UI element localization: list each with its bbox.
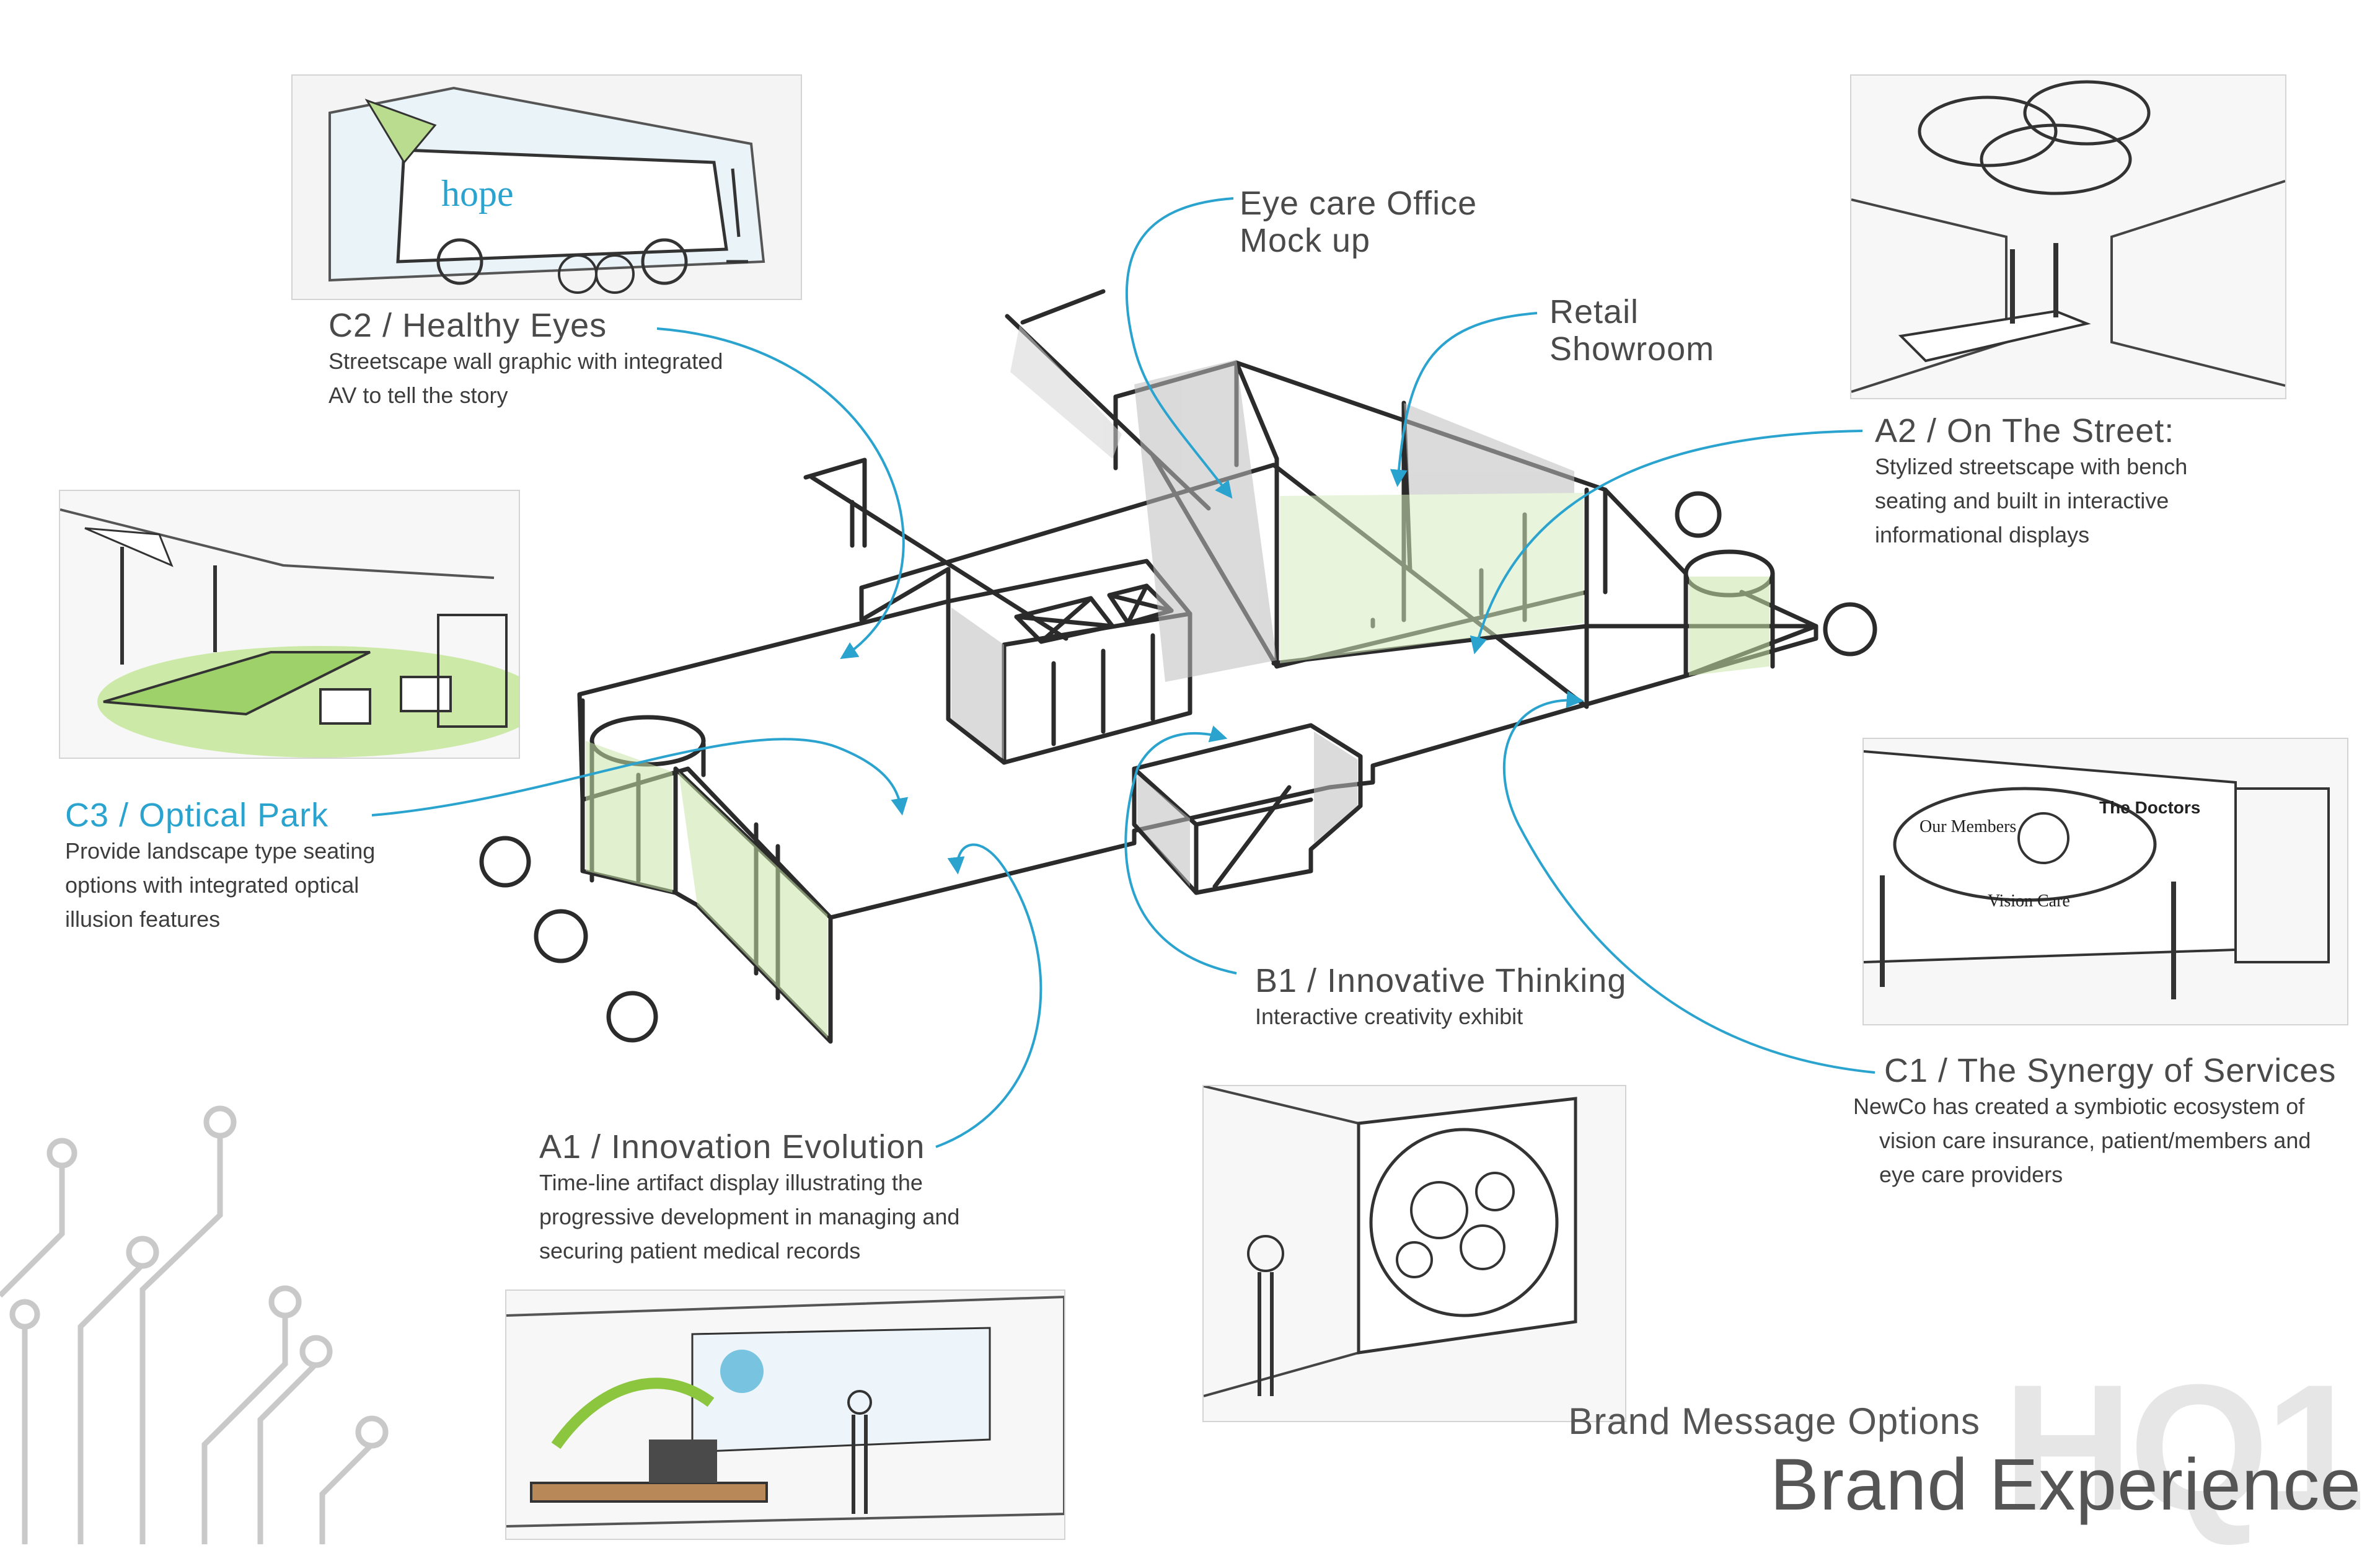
callout-a2-desc: Stylized streetscape with bench seating …	[1875, 449, 2187, 552]
callout-c2-desc: Streetscape wall graphic with integrated…	[328, 344, 723, 412]
desc-line: seating and built in interactive	[1875, 488, 2169, 513]
desc-line: NewCo has created a symbiotic ecosystem …	[1853, 1094, 2305, 1119]
callout-c2-title: C2 / Healthy Eyes	[328, 307, 607, 344]
callout-a1-desc: Time-line artifact display illustrating …	[539, 1165, 959, 1268]
callout-b1-desc: Interactive creativity exhibit	[1255, 999, 1626, 1033]
callout-b1: B1 / Innovative Thinking Interactive cre…	[1255, 962, 1626, 1033]
desc-line: illusion features	[65, 906, 221, 932]
footer-subtitle: Brand Message Options	[1568, 1400, 1980, 1442]
callout-retail-showroom: Retail Showroom	[1549, 293, 1714, 368]
arrow-b1	[1124, 725, 1237, 975]
retail-line-1: Retail	[1549, 293, 1639, 330]
arrow-eye-care	[1125, 197, 1234, 499]
desc-line: options with integrated optical	[65, 872, 359, 898]
retail-line-2: Showroom	[1549, 330, 1715, 368]
desc-line: Time-line artifact display illustrating …	[539, 1170, 923, 1195]
callout-c3-desc: Provide landscape type seating options w…	[65, 834, 375, 936]
callout-arrows	[371, 197, 1875, 1148]
desc-line: Provide landscape type seating	[65, 838, 376, 864]
eye-care-line-2: Mock up	[1240, 222, 1371, 259]
sketch-healthy-eyes: hope	[291, 74, 802, 300]
callout-c3: C3 / Optical Park Provide landscape type…	[65, 797, 375, 936]
desc-line: Interactive creativity exhibit	[1255, 1004, 1523, 1029]
sketch-synergy-of-services: Our Members The Doctors Vision Care	[1862, 738, 2348, 1025]
callout-a1: A1 / Innovation Evolution Time-line arti…	[539, 1128, 959, 1268]
desc-line: progressive development in managing and	[539, 1204, 960, 1229]
desc-line: vision care insurance, patient/members a…	[1879, 1128, 2311, 1153]
hope-text: hope	[441, 173, 514, 214]
arrow-a1	[935, 843, 1042, 1148]
our-members-text: Our Members	[1919, 817, 2016, 836]
the-doctors-text: The Doctors	[2099, 798, 2200, 817]
sketch-innovative-thinking	[1202, 1085, 1626, 1422]
footer-title: Brand Experience	[1770, 1444, 2361, 1526]
callout-b1-title: B1 / Innovative Thinking	[1255, 962, 1627, 999]
center-feature	[1132, 723, 1363, 895]
eye-care-line-1: Eye care Office	[1240, 185, 1478, 222]
sketch-innovation-evolution	[505, 1289, 1065, 1540]
callout-c3-title: C3 / Optical Park	[65, 797, 329, 834]
desc-line: Stylized streetscape with bench	[1875, 454, 2188, 479]
callout-c2: C2 / Healthy Eyes Streetscape wall graph…	[328, 307, 723, 412]
callout-c1-title: C1 / The Synergy of Services	[1884, 1052, 2337, 1089]
arrow-c2	[656, 327, 905, 660]
arrow-c1	[1502, 691, 1875, 1074]
center-kiosk	[946, 559, 1192, 765]
callout-eye-care-office: Eye care Office Mock up	[1240, 185, 1477, 259]
desc-line: securing patient medical records	[539, 1238, 861, 1263]
sketch-optical-park	[59, 490, 520, 759]
callout-a2: A2 / On The Street: Stylized streetscape…	[1875, 412, 2187, 552]
vision-care-text: Vision Care	[1988, 891, 2070, 911]
arrow-a2	[1470, 430, 1863, 655]
arrow-c3	[371, 738, 909, 816]
arrow-retail	[1390, 312, 1538, 487]
circuit-decoration	[0, 1105, 389, 1544]
callout-a1-title: A1 / Innovation Evolution	[539, 1128, 925, 1165]
callout-c1: C1 / The Synergy of Services NewCo has c…	[1853, 1052, 2336, 1192]
desc-line: informational displays	[1875, 522, 2090, 547]
sketch-on-the-street	[1850, 74, 2286, 399]
desc-line: eye care providers	[1879, 1162, 2063, 1187]
desc-line: AV to tell the story	[328, 383, 508, 408]
callout-c1-desc: NewCo has created a symbiotic ecosystem …	[1853, 1089, 2336, 1192]
callout-a2-title: A2 / On The Street:	[1875, 412, 2175, 449]
hq1-watermark: HQ1	[2003, 1347, 2365, 1548]
wall-shading	[586, 325, 1770, 1038]
desc-line: Streetscape wall graphic with integrated	[328, 348, 723, 374]
